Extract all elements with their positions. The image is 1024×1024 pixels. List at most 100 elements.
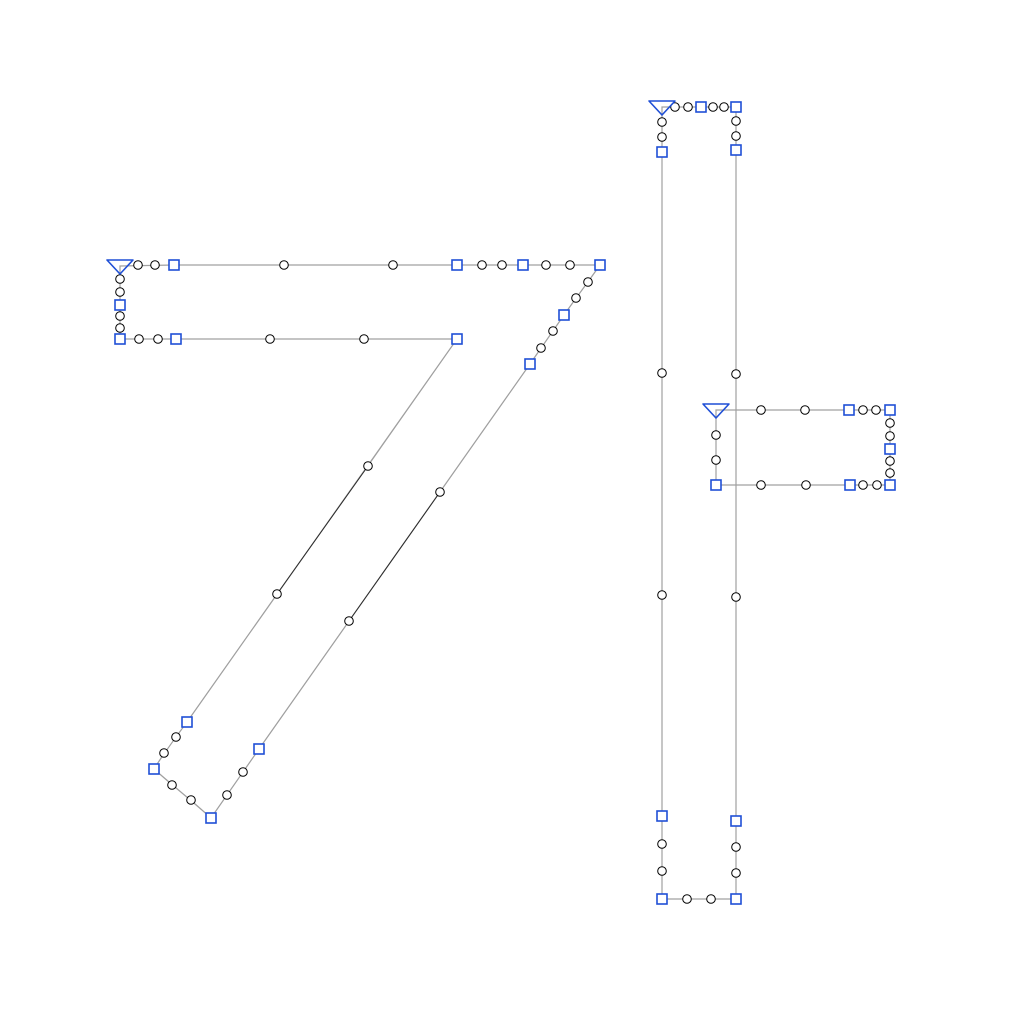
square-node-icon — [558, 309, 570, 321]
square-node-icon — [114, 299, 126, 311]
circle-handle-icon — [731, 592, 741, 602]
circle-handle-icon — [171, 732, 181, 742]
contour-seven-shape — [119, 264, 602, 819]
square-node-icon — [844, 479, 856, 491]
square-node-icon — [253, 743, 265, 755]
circle-handle-icon — [571, 293, 581, 303]
circle-handle-icon — [167, 780, 177, 790]
circle-handle-icon — [238, 767, 248, 777]
circle-handle-icon — [159, 748, 169, 758]
circle-handle-icon — [871, 405, 881, 415]
circle-handle-icon — [731, 116, 741, 126]
circle-handle-icon — [150, 260, 160, 270]
circle-handle-icon — [711, 430, 721, 440]
circle-handle-icon — [756, 405, 766, 415]
circle-handle-icon — [272, 589, 282, 599]
circle-handle-icon — [565, 260, 575, 270]
square-node-icon — [730, 101, 742, 113]
square-node-icon — [730, 893, 742, 905]
circle-handle-icon — [435, 487, 445, 497]
square-node-icon — [594, 259, 606, 271]
circle-handle-icon — [497, 260, 507, 270]
contour-segment-emphasis — [348, 491, 441, 622]
circle-handle-icon — [186, 795, 196, 805]
circle-handle-icon — [657, 839, 667, 849]
square-node-icon — [695, 101, 707, 113]
circle-handle-icon — [885, 468, 895, 478]
circle-handle-icon — [477, 260, 487, 270]
circle-handle-icon — [683, 102, 693, 112]
square-node-icon — [730, 144, 742, 156]
contour-segment-emphasis — [276, 465, 369, 595]
circle-handle-icon — [115, 323, 125, 333]
contour-outlines-layer — [119, 106, 891, 900]
circle-handle-icon — [657, 132, 667, 142]
square-node-icon — [884, 479, 896, 491]
square-node-icon — [656, 146, 668, 158]
circle-handle-icon — [858, 480, 868, 490]
circle-handle-icon — [388, 260, 398, 270]
square-node-icon — [168, 259, 180, 271]
circle-handle-icon — [706, 894, 716, 904]
circle-handle-icon — [153, 334, 163, 344]
circle-handle-icon — [541, 260, 551, 270]
square-node-icon — [730, 815, 742, 827]
square-node-icon — [656, 893, 668, 905]
circle-handle-icon — [133, 260, 143, 270]
square-node-icon — [517, 259, 529, 271]
square-node-icon — [884, 404, 896, 416]
square-node-icon — [843, 404, 855, 416]
circle-handle-icon — [885, 431, 895, 441]
circle-handle-icon — [719, 102, 729, 112]
square-node-icon — [451, 259, 463, 271]
start-markers-layer — [106, 100, 730, 419]
circle-handle-icon — [800, 405, 810, 415]
circle-handle-icon — [731, 842, 741, 852]
circle-handle-icon — [731, 868, 741, 878]
square-node-icon — [181, 716, 193, 728]
square-node-icon — [148, 763, 160, 775]
circle-handle-icon — [363, 461, 373, 471]
square-node-icon — [710, 479, 722, 491]
contour-tall-stem — [661, 106, 737, 900]
square-node-icon — [884, 443, 896, 455]
square-node-icon — [656, 810, 668, 822]
circle-handle-icon — [872, 480, 882, 490]
circle-handle-icon — [279, 260, 289, 270]
circle-handle-icon — [858, 405, 868, 415]
circle-handle-icon — [536, 343, 546, 353]
circle-handle-icon — [731, 369, 741, 379]
circle-handle-icon — [885, 456, 895, 466]
square-node-icon — [451, 333, 463, 345]
triangle-down-icon — [702, 403, 730, 419]
square-node-icon — [524, 358, 536, 370]
circle-handle-icon — [756, 480, 766, 490]
circle-handle-icon — [657, 368, 667, 378]
circle-handle-icon — [134, 334, 144, 344]
circle-handle-icon — [731, 131, 741, 141]
control-points-layer — [114, 101, 896, 905]
contour-crossbar — [715, 409, 891, 486]
handle-lines-layer — [119, 106, 891, 900]
circle-handle-icon — [682, 894, 692, 904]
circle-handle-icon — [222, 790, 232, 800]
square-node-icon — [170, 333, 182, 345]
circle-handle-icon — [265, 334, 275, 344]
circle-handle-icon — [670, 102, 680, 112]
square-node-icon — [114, 333, 126, 345]
circle-handle-icon — [711, 455, 721, 465]
circle-handle-icon — [115, 287, 125, 297]
circle-handle-icon — [657, 117, 667, 127]
circle-handle-icon — [359, 334, 369, 344]
circle-handle-icon — [115, 274, 125, 284]
triangle-down-icon — [648, 100, 676, 116]
circle-handle-icon — [657, 590, 667, 600]
circle-handle-icon — [115, 311, 125, 321]
circle-handle-icon — [885, 418, 895, 428]
circle-handle-icon — [583, 277, 593, 287]
circle-handle-icon — [801, 480, 811, 490]
circle-handle-icon — [548, 326, 558, 336]
triangle-down-icon — [106, 259, 134, 275]
circle-handle-icon — [657, 866, 667, 876]
